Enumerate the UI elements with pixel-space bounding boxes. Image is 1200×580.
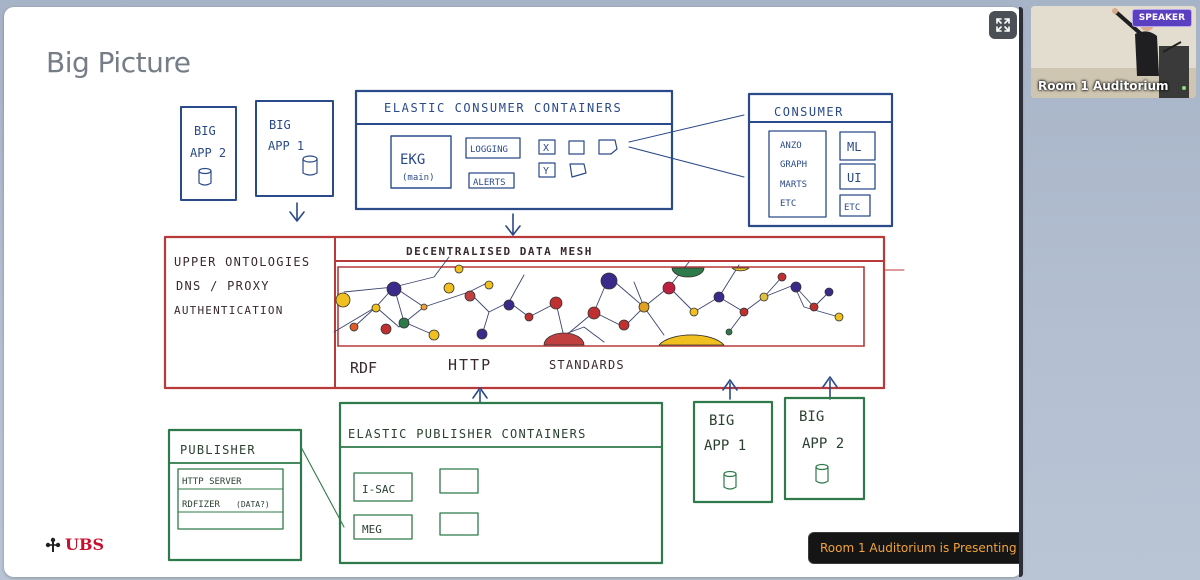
consumer-etc: ETC [844, 203, 860, 213]
consumer-item-1: GRAPH [780, 160, 807, 170]
mesh-title: DECENTRALISED DATA MESH [406, 245, 593, 258]
app-right-a-line1: BIG [709, 413, 734, 429]
ekg-label: EKG [400, 152, 425, 168]
slide-edge-bar [1019, 7, 1023, 577]
mesh-left-line1: UPPER ONTOLOGIES [174, 255, 310, 269]
data-mesh-box [163, 235, 886, 390]
audio-indicator-icon [1182, 86, 1186, 90]
standard-http: HTTP [448, 356, 492, 374]
speaker-name: Room 1 Auditorium [1038, 79, 1169, 93]
speaker-video-tile[interactable]: SPEAKER Room 1 Auditorium [1031, 6, 1196, 98]
consumer-containers-box [354, 89, 745, 211]
mesh-network-nodes [335, 264, 844, 346]
publisher-title: PUBLISHER [180, 443, 256, 457]
publisher-item-1: RDFIZER [182, 500, 221, 510]
app-left-b-line2: APP 1 [268, 139, 304, 153]
publisher-container-item-1: MEG [362, 523, 382, 536]
consumer-title: CONSUMER [774, 105, 844, 119]
app-right-a-line2: APP 1 [704, 438, 746, 454]
publisher-containers-box [338, 401, 664, 565]
app-left-a-line1: BIG [194, 124, 216, 138]
alerts-label: ALERTS [473, 178, 506, 188]
mesh-network-edges [333, 256, 840, 343]
ekg-sublabel: (main) [402, 173, 435, 183]
presenting-text: Room 1 Auditorium is Presenting [820, 541, 1017, 555]
mark-y: Y [543, 166, 549, 177]
publisher-containers-title: ELASTIC PUBLISHER CONTAINERS [348, 427, 587, 441]
consumer-item-0: ANZO [780, 141, 802, 151]
big-app-2-left-box [180, 106, 237, 201]
arrow-app2-right-to-mesh [822, 376, 838, 400]
presenting-notification: Room 1 Auditorium is Presenting [808, 532, 1022, 564]
consumer-ml: ML [847, 140, 861, 154]
consumer-ui: UI [847, 171, 861, 185]
publisher-item-0: HTTP SERVER [182, 477, 242, 487]
app-right-b-line2: APP 2 [802, 436, 844, 452]
app-left-a-line2: APP 2 [190, 146, 226, 160]
big-app-1-left-box [255, 100, 334, 197]
arrow-consumer-to-mesh [505, 213, 521, 236]
slide-title: Big Picture [46, 46, 191, 79]
app-right-b-line1: BIG [799, 409, 824, 425]
publisher-box [167, 428, 345, 562]
keys-logo-icon [45, 537, 61, 552]
ubs-logo: UBS [44, 535, 104, 554]
mesh-left-line2: DNS / PROXY [176, 279, 270, 293]
app-left-b-line1: BIG [269, 118, 291, 132]
big-app-1-right-box [692, 400, 774, 504]
standard-rdf: RDF [350, 359, 377, 377]
ubs-logo-text: UBS [65, 535, 105, 554]
big-app-2-right-box [783, 396, 866, 501]
standard-standards: STANDARDS [549, 358, 625, 372]
fullscreen-icon [996, 18, 1010, 32]
consumer-item-3: ETC [780, 199, 796, 209]
logging-label: LOGGING [470, 145, 508, 155]
presentation-slide: Big Picture [4, 7, 1022, 577]
consumer-item-2: MARTS [780, 180, 807, 190]
arrow-publisher-to-mesh [472, 387, 488, 404]
fullscreen-button[interactable] [989, 11, 1017, 39]
mesh-left-line3: AUTHENTICATION [174, 304, 284, 317]
mark-x: X [543, 143, 549, 154]
publisher-item-2: (DATA?) [236, 500, 270, 509]
arrow-app1-to-mesh [289, 202, 305, 222]
consumer-containers-title: ELASTIC CONSUMER CONTAINERS [384, 101, 622, 115]
speaker-badge: SPEAKER [1131, 9, 1192, 27]
architecture-sketch: BIG APP 2 BIG APP 1 ELASTIC CONSUMER CON… [163, 89, 905, 565]
arrow-app1-right-to-mesh [722, 379, 738, 400]
consumer-box [747, 92, 894, 228]
publisher-container-item-0: I-SAC [362, 483, 395, 496]
